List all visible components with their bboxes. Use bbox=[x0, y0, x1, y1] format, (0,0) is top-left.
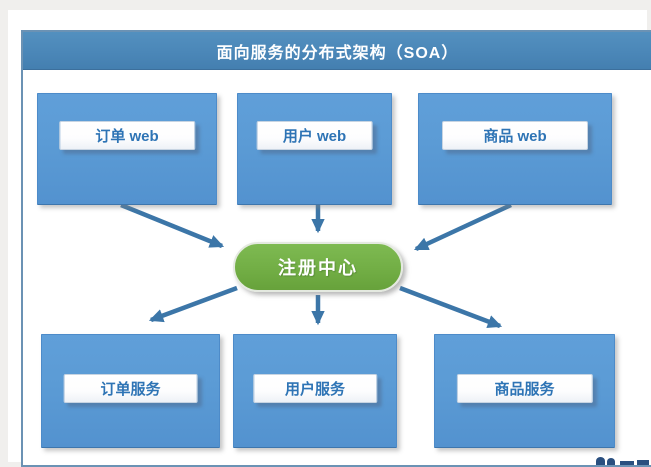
diagram-title: 面向服务的分布式架构（SOA） bbox=[216, 44, 459, 62]
diagram-frame: 面向服务的分布式架构（SOA） bbox=[21, 30, 651, 467]
page-background: 面向服务的分布式架构（SOA） bbox=[8, 10, 651, 467]
diagram-title-bar: 面向服务的分布式架构（SOA） bbox=[23, 32, 651, 70]
